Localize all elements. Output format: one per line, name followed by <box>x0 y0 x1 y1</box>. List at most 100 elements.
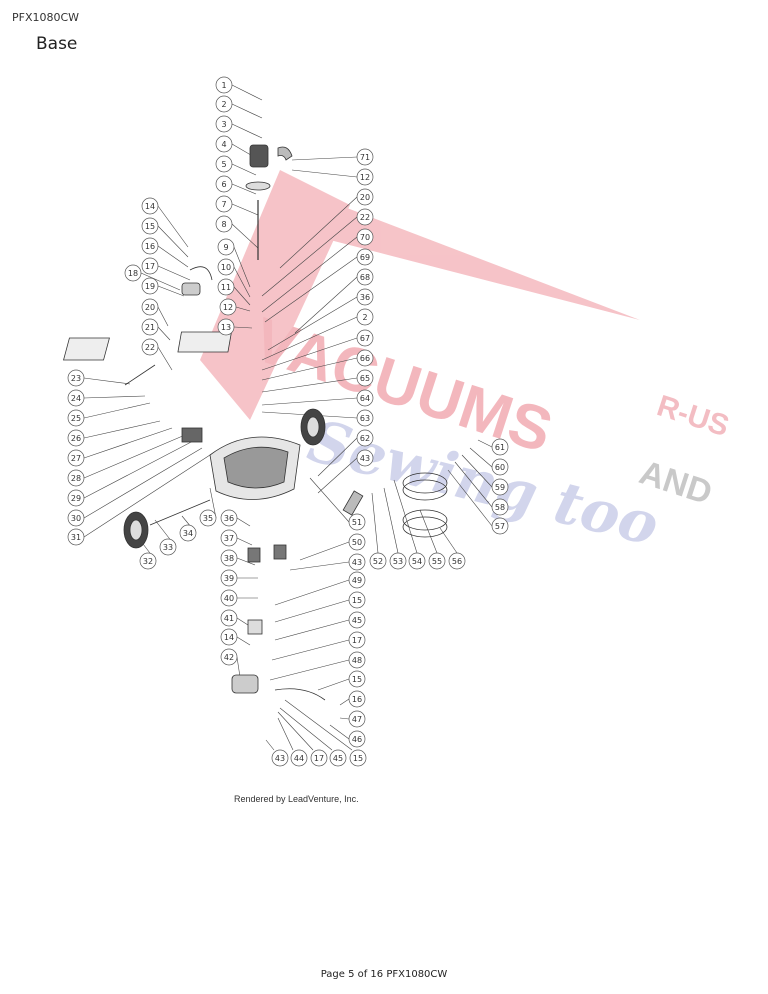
callout-17: 17 <box>141 257 159 275</box>
callout-15: 15 <box>348 591 366 609</box>
callout-24: 24 <box>67 389 85 407</box>
callout-66: 66 <box>356 349 374 367</box>
callout-circle <box>141 338 159 356</box>
callout-59: 59 <box>491 478 509 496</box>
callout-56: 56 <box>448 552 466 570</box>
callout-label: 36 <box>360 293 370 302</box>
callout-32: 32 <box>139 552 157 570</box>
motor-housing <box>249 144 269 168</box>
callout-36: 36 <box>356 288 374 306</box>
callout-label: 42 <box>224 653 234 662</box>
watermark-brand-r-us: R-US <box>653 389 733 443</box>
callout-circle <box>141 298 159 316</box>
callout-22: 22 <box>141 338 159 356</box>
render-credit: Rendered by LeadVenture, Inc. <box>234 794 359 804</box>
callout-label: 15 <box>145 222 155 231</box>
filter-canister <box>181 282 201 296</box>
callout-label: 55 <box>432 557 442 566</box>
callout-circle <box>356 268 374 286</box>
callout-label: 30 <box>71 514 81 523</box>
callout-45: 45 <box>348 611 366 629</box>
callout-label: 14 <box>224 633 234 642</box>
callout-label: 70 <box>360 233 370 242</box>
callout-36: 36 <box>220 509 238 527</box>
callout-circle <box>141 257 159 275</box>
callout-12: 12 <box>219 298 237 316</box>
callout-label: 48 <box>352 656 362 665</box>
callout-53: 53 <box>389 552 407 570</box>
hose-coil-2 <box>402 479 448 501</box>
callout-label: 29 <box>71 494 81 503</box>
callout-19: 19 <box>141 277 159 295</box>
elbow-hose <box>277 146 293 161</box>
callout-label: 44 <box>294 754 304 763</box>
callout-label: 43 <box>352 558 362 567</box>
callout-1: 1 <box>215 76 233 94</box>
callout-54: 54 <box>408 552 426 570</box>
callout-circle <box>356 329 374 347</box>
callout-28: 28 <box>67 469 85 487</box>
callout-circle <box>356 228 374 246</box>
callout-label: 5 <box>221 160 226 169</box>
callout-circle <box>356 308 374 326</box>
callout-58: 58 <box>491 498 509 516</box>
callout-label: 18 <box>128 269 138 278</box>
callout-33: 33 <box>159 538 177 556</box>
watermark-v-arm <box>300 190 640 320</box>
callout-label: 23 <box>71 374 81 383</box>
wheel-left-hub <box>129 519 143 541</box>
callout-8: 8 <box>215 215 233 233</box>
callout-label: 66 <box>360 354 370 363</box>
callout-63: 63 <box>356 409 374 427</box>
callout-circle <box>348 670 366 688</box>
callout-circle <box>215 155 233 173</box>
callout-circle <box>217 278 235 296</box>
callout-label: 45 <box>352 616 362 625</box>
callout-65: 65 <box>356 369 374 387</box>
watermark: VACUUMS R-US AND Sewing too <box>200 170 733 559</box>
callout-70: 70 <box>356 228 374 246</box>
caster-left <box>247 547 261 563</box>
callout-circle <box>199 509 217 527</box>
callout-group: 1234567891011121371122022706968362676665… <box>67 76 509 767</box>
callout-circle <box>348 710 366 728</box>
callout-label: 67 <box>360 334 370 343</box>
callout-14: 14 <box>220 628 238 646</box>
callout-label: 19 <box>145 282 155 291</box>
callout-15: 15 <box>348 670 366 688</box>
watermark-v-shape <box>200 170 350 420</box>
callout-circle <box>220 509 238 527</box>
callout-circle <box>348 591 366 609</box>
callout-circle <box>428 552 446 570</box>
callout-label: 2 <box>221 100 226 109</box>
callout-37: 37 <box>220 529 238 547</box>
callout-9: 9 <box>217 238 235 256</box>
callout-label: 3 <box>221 120 226 129</box>
callout-label: 59 <box>495 483 505 492</box>
callout-15: 15 <box>141 217 159 235</box>
callout-circle <box>271 749 289 767</box>
callout-29: 29 <box>67 489 85 507</box>
callout-35: 35 <box>199 509 217 527</box>
callout-circle <box>356 288 374 306</box>
callout-12: 12 <box>356 168 374 186</box>
callout-21: 21 <box>141 318 159 336</box>
callout-circle <box>141 197 159 215</box>
callout-circle <box>220 628 238 646</box>
callout-17: 17 <box>348 631 366 649</box>
callout-circle <box>310 749 328 767</box>
callout-43: 43 <box>348 553 366 571</box>
hose-loop <box>189 266 213 281</box>
model-number: PFX1080CW <box>12 11 80 24</box>
callout-circle <box>348 730 366 748</box>
callout-label: 7 <box>221 200 226 209</box>
callout-circle <box>356 248 374 266</box>
callout-label: 12 <box>223 303 233 312</box>
callout-label: 14 <box>145 202 155 211</box>
callout-circle <box>348 651 366 669</box>
callout-circle <box>217 258 235 276</box>
callout-49: 49 <box>348 571 366 589</box>
callout-label: 20 <box>360 193 370 202</box>
callout-circle <box>491 458 509 476</box>
callout-circle <box>356 369 374 387</box>
